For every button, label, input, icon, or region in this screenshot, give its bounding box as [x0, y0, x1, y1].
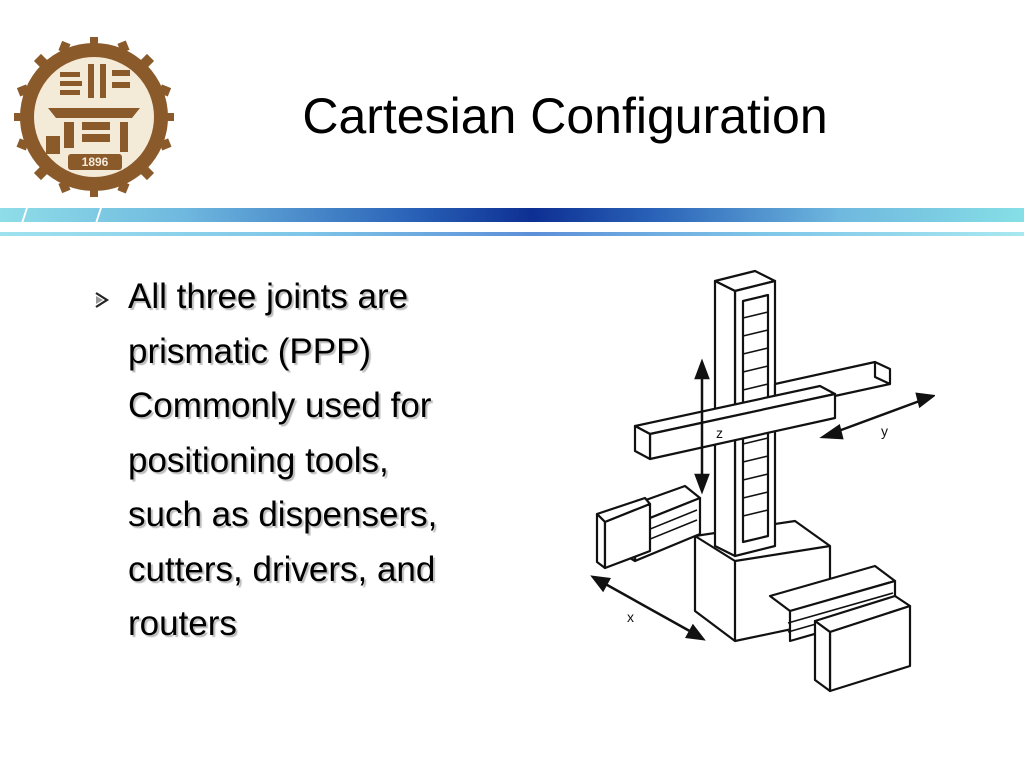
bullet-line: All three joints are: [128, 277, 409, 316]
bullet-item: All three joints are prismatic (PPP) Com…: [128, 270, 542, 652]
bullet-line: positioning tools,: [128, 440, 389, 480]
x-axis-label: x: [627, 609, 634, 625]
university-gear-emblem-icon: 1896: [14, 37, 174, 197]
bullet-list: All three joints are prismatic (PPP) Com…: [92, 270, 542, 652]
bullet-line: prismatic (PPP): [128, 331, 372, 371]
cartesian-robot-illustration: z y x: [590, 269, 935, 693]
header-divider: [0, 232, 1024, 236]
bullet-line: such as dispensers,: [128, 495, 438, 534]
header-band: [0, 208, 1024, 222]
bullet-line: cutters, drivers, and: [128, 549, 436, 589]
bullet-line: Commonly used for: [128, 386, 432, 425]
y-axis-label: y: [881, 423, 888, 439]
bullet-line: routers: [128, 604, 237, 643]
z-axis-label: z: [716, 425, 723, 441]
slide-title: Cartesian Configuration: [302, 88, 828, 144]
logo-year: 1896: [82, 155, 109, 169]
chevron-arrow-bullet-icon: [95, 292, 110, 308]
